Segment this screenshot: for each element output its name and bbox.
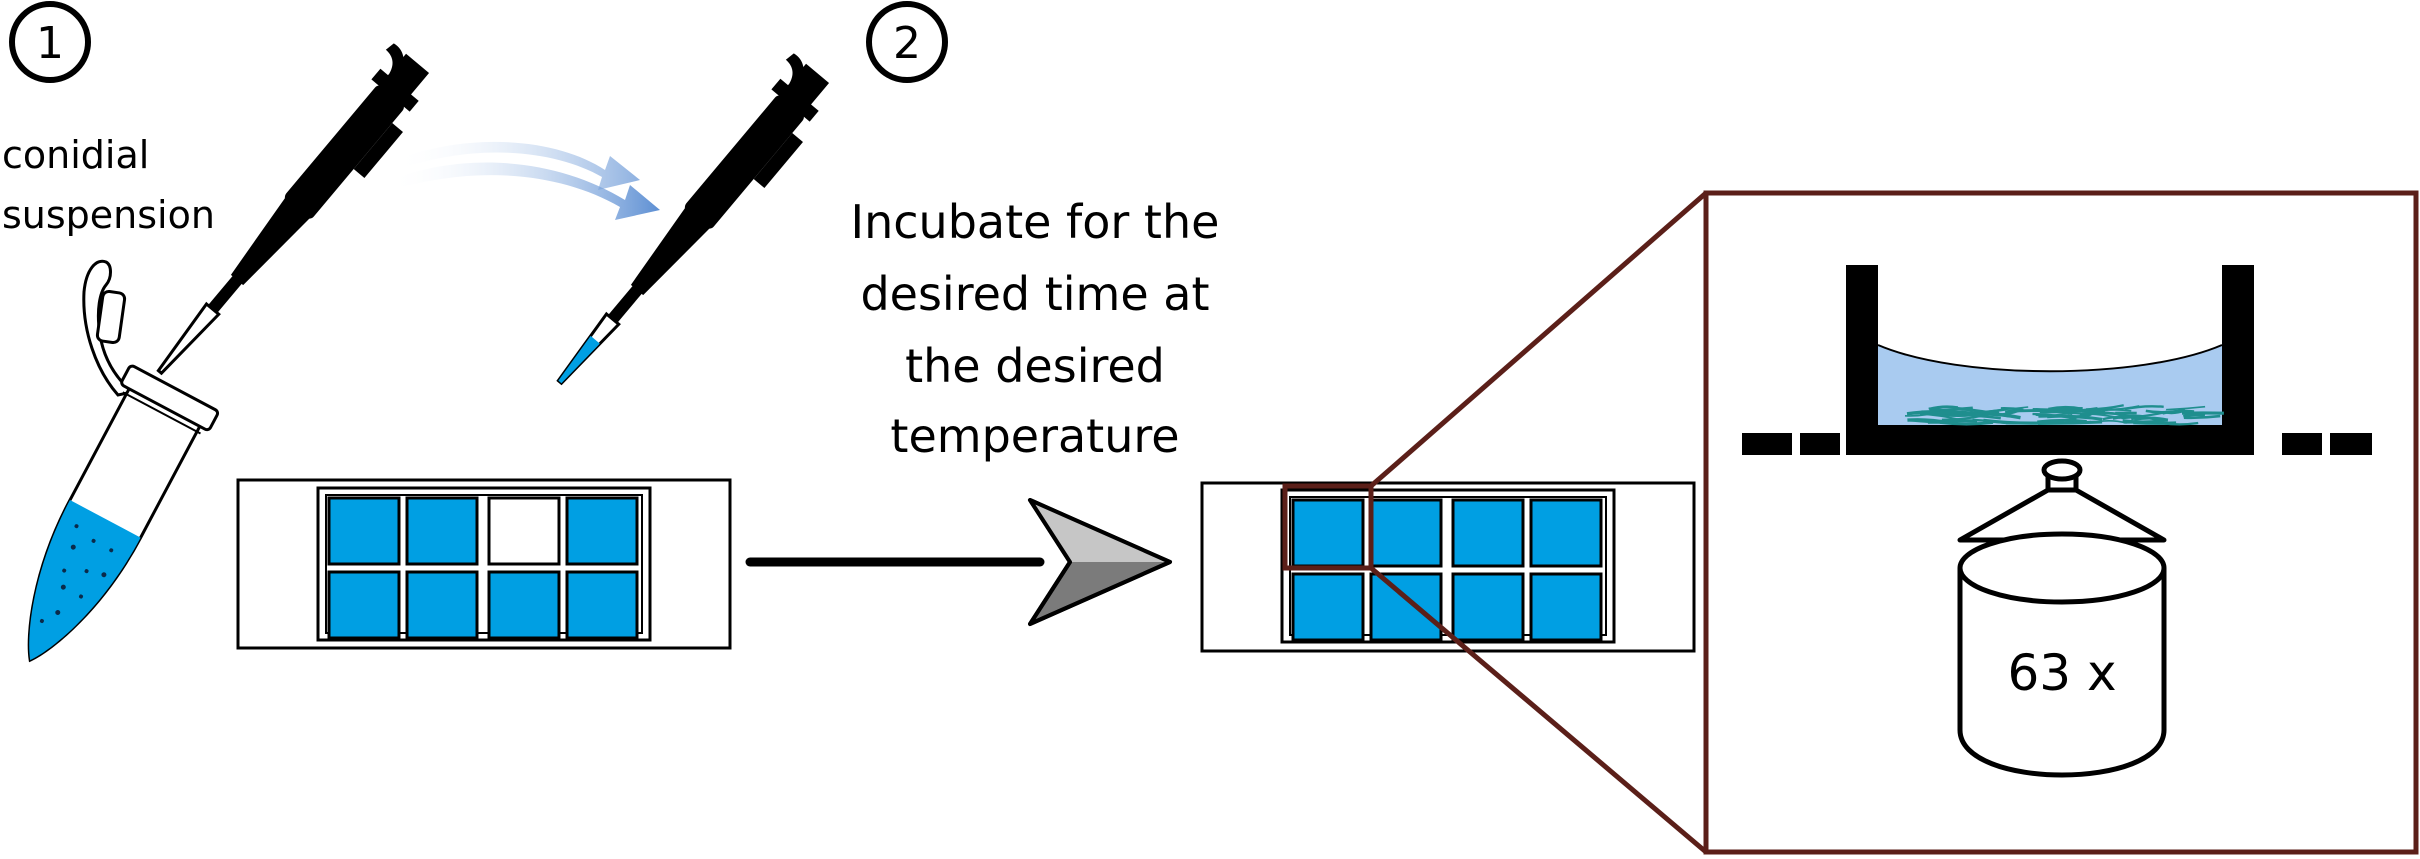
hypha bbox=[1971, 406, 2029, 414]
fungal-hyphae bbox=[1904, 404, 2224, 426]
hypha bbox=[2039, 407, 2098, 414]
well-grid-after bbox=[1291, 498, 1603, 642]
step-2-number: 2 bbox=[893, 18, 921, 69]
hypha bbox=[2038, 414, 2103, 421]
well-filled bbox=[1369, 572, 1443, 642]
hypha bbox=[2070, 420, 2092, 424]
microscope-zoom-panel: 63 x bbox=[1703, 190, 2419, 855]
well-filled bbox=[1529, 572, 1603, 642]
pipette-icon bbox=[156, 43, 430, 376]
well-filled bbox=[1451, 498, 1525, 568]
well-filled bbox=[327, 496, 401, 566]
hypha bbox=[2130, 416, 2162, 423]
microscope-stage bbox=[1742, 433, 2372, 455]
incubate-line3: the desired bbox=[905, 339, 1165, 393]
well-empty bbox=[487, 496, 561, 566]
hypha bbox=[2162, 409, 2195, 415]
step-1-marker: 1 bbox=[9, 1, 91, 83]
objective-icon: 63 x bbox=[1957, 458, 2167, 778]
well-filled bbox=[1451, 572, 1525, 642]
zoom-connector-lines bbox=[1369, 191, 1708, 854]
hypha bbox=[1953, 406, 2010, 418]
incubate-line1: Incubate for the bbox=[851, 195, 1220, 249]
well-filled bbox=[487, 570, 561, 640]
hypha bbox=[1909, 419, 1951, 424]
chamber-slide-before bbox=[236, 478, 732, 650]
process-arrow-icon bbox=[745, 498, 1172, 626]
chamber-slide-after bbox=[1200, 481, 1696, 653]
well-filled bbox=[565, 496, 639, 566]
zoom-selection-box bbox=[1282, 483, 1374, 571]
hypha bbox=[1972, 418, 2006, 425]
transfer-arrow-icon bbox=[390, 141, 660, 220]
well-filled bbox=[1291, 572, 1365, 642]
step-2-marker: 2 bbox=[866, 1, 948, 83]
hypha bbox=[1937, 410, 1963, 415]
well-cross-section bbox=[1846, 265, 2254, 455]
well-grid-before bbox=[327, 496, 639, 640]
well-filled bbox=[1529, 498, 1603, 568]
well-filled bbox=[565, 570, 639, 640]
hypha bbox=[2166, 405, 2206, 411]
hypha bbox=[2102, 416, 2123, 421]
step-1-number: 1 bbox=[36, 18, 64, 69]
well-filled bbox=[405, 496, 479, 566]
hypha bbox=[2183, 414, 2221, 420]
incubate-line2: desired time at bbox=[860, 267, 1209, 321]
well-filled bbox=[1291, 498, 1365, 568]
conidial-label-line2: suspension bbox=[2, 193, 215, 237]
well-filled bbox=[327, 570, 401, 640]
magnification-label: 63 x bbox=[2007, 644, 2116, 702]
pipette-filled-icon bbox=[556, 53, 830, 386]
conidial-label-line1: conidial bbox=[2, 133, 149, 177]
well-filled bbox=[405, 570, 479, 640]
incubate-line4: temperature bbox=[890, 409, 1179, 463]
incubation-instructions: Incubate for the desired time at the des… bbox=[851, 195, 1220, 463]
hypha bbox=[2182, 413, 2206, 418]
well-filled bbox=[1369, 498, 1443, 568]
hypha bbox=[2005, 422, 2067, 425]
hypha bbox=[2039, 406, 2083, 412]
tube-icon bbox=[27, 259, 220, 663]
hypha bbox=[2124, 405, 2164, 411]
hypha bbox=[2162, 421, 2199, 426]
